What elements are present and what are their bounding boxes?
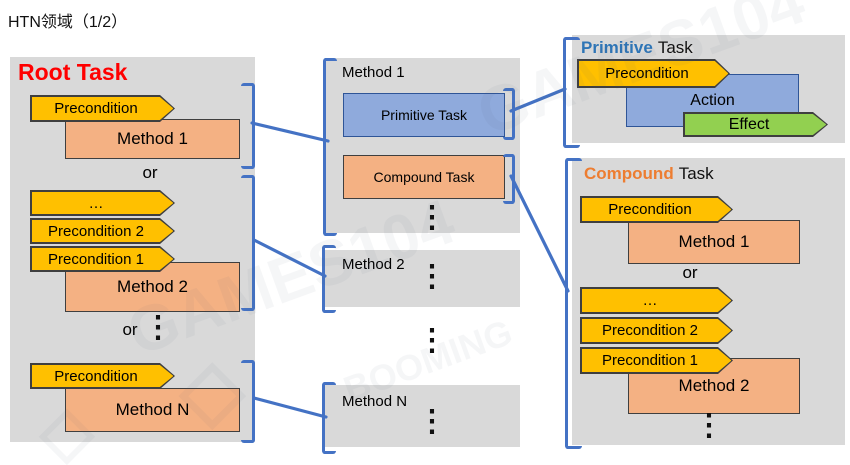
- task-bracket: [503, 154, 515, 204]
- compound-accent-label: Compound: [584, 164, 674, 183]
- group-bracket: [241, 83, 255, 169]
- precondition-1-label: Precondition 1: [602, 352, 698, 369]
- precondition-label: Precondition: [54, 367, 138, 385]
- vertical-ellipsis: ⋮: [143, 311, 173, 344]
- page-title: HTN领域（1/2）: [8, 14, 128, 31]
- vertical-ellipsis: ⋮: [694, 409, 724, 442]
- panel-bracket: [563, 37, 580, 148]
- method-1-box: Method 1: [65, 119, 240, 159]
- root-task-title: Root Task: [18, 59, 128, 85]
- panel-bracket: [565, 158, 582, 449]
- method-n-box: Method N: [65, 388, 240, 432]
- precondition-2-label: Precondition 2: [602, 322, 698, 339]
- or-label: or: [682, 263, 698, 282]
- precondition-1-arrow: Precondition 1: [580, 347, 733, 374]
- precondition-label: Precondition: [608, 201, 692, 218]
- method-2-label: Method 2: [117, 277, 188, 296]
- vertical-ellipsis: ⋮: [417, 324, 447, 357]
- or-label: or: [122, 320, 138, 339]
- method-2-panel-title: Method 2: [342, 256, 405, 273]
- precondition-arrow: Precondition: [580, 196, 733, 223]
- primitive-task-label: Primitive Task: [380, 107, 468, 123]
- ellipsis-label: …: [88, 194, 104, 212]
- precondition-1-label: Precondition 1: [48, 250, 144, 268]
- precondition-arrow: Precondition: [577, 59, 730, 88]
- panel-bracket: [322, 245, 336, 313]
- connector-root-method2: [252, 238, 327, 278]
- panel-bracket: [322, 382, 336, 454]
- precondition-arrow: Precondition: [30, 363, 175, 389]
- effect-label: Effect: [728, 115, 770, 133]
- precondition-2-label: Precondition 2: [48, 222, 144, 240]
- precondition-2-arrow: Precondition 2: [30, 218, 175, 244]
- precondition-label: Precondition: [54, 100, 138, 117]
- primitive-task-box: Primitive Task: [343, 93, 505, 137]
- compound-task-box: Compound Task: [343, 155, 505, 199]
- method-1-panel: Method 1 Primitive Task Compound Task ⋮: [325, 58, 520, 233]
- connector-root-methodN: [252, 396, 328, 419]
- precondition-1-arrow: Precondition 1: [30, 246, 175, 272]
- root-task-panel: Root Task Method 1 Precondition or Metho…: [10, 57, 255, 442]
- group-bracket: [241, 360, 255, 443]
- method-1-box: Method 1: [628, 220, 800, 264]
- or-label: or: [142, 163, 158, 182]
- vertical-ellipsis: ⋮: [417, 405, 447, 438]
- task-label: Task: [678, 164, 714, 183]
- method-1-panel-title: Method 1: [342, 64, 405, 81]
- task-label: Task: [657, 38, 693, 57]
- ellipsis-arrow: …: [30, 190, 175, 216]
- effect-arrow: Effect: [683, 112, 828, 137]
- action-label: Action: [690, 91, 735, 109]
- method-n-label: Method N: [115, 400, 190, 419]
- method-2-label: Method 2: [678, 376, 750, 395]
- precondition-2-arrow: Precondition 2: [580, 317, 733, 344]
- precondition-arrow: Precondition: [30, 95, 175, 122]
- panel-bracket: [323, 58, 337, 236]
- task-bracket: [503, 88, 515, 140]
- method-n-panel-title: Method N: [342, 393, 408, 410]
- group-bracket: [241, 175, 255, 311]
- method-1-label: Method 1: [117, 129, 188, 148]
- connector-root-method1: [250, 121, 330, 143]
- method-1-label: Method 1: [678, 232, 750, 251]
- ellipsis-arrow: …: [580, 287, 733, 314]
- vertical-ellipsis: ⋮: [417, 260, 447, 293]
- ellipsis-label: …: [642, 292, 658, 309]
- method-2-panel: Method 2 ⋮: [325, 250, 520, 307]
- vertical-ellipsis: ⋮: [417, 201, 447, 234]
- primitive-accent-label: Primitive: [581, 38, 653, 57]
- precondition-label: Precondition: [605, 65, 689, 82]
- compound-task-label: Compound Task: [373, 169, 475, 185]
- method-n-panel: Method N ⋮: [325, 385, 520, 447]
